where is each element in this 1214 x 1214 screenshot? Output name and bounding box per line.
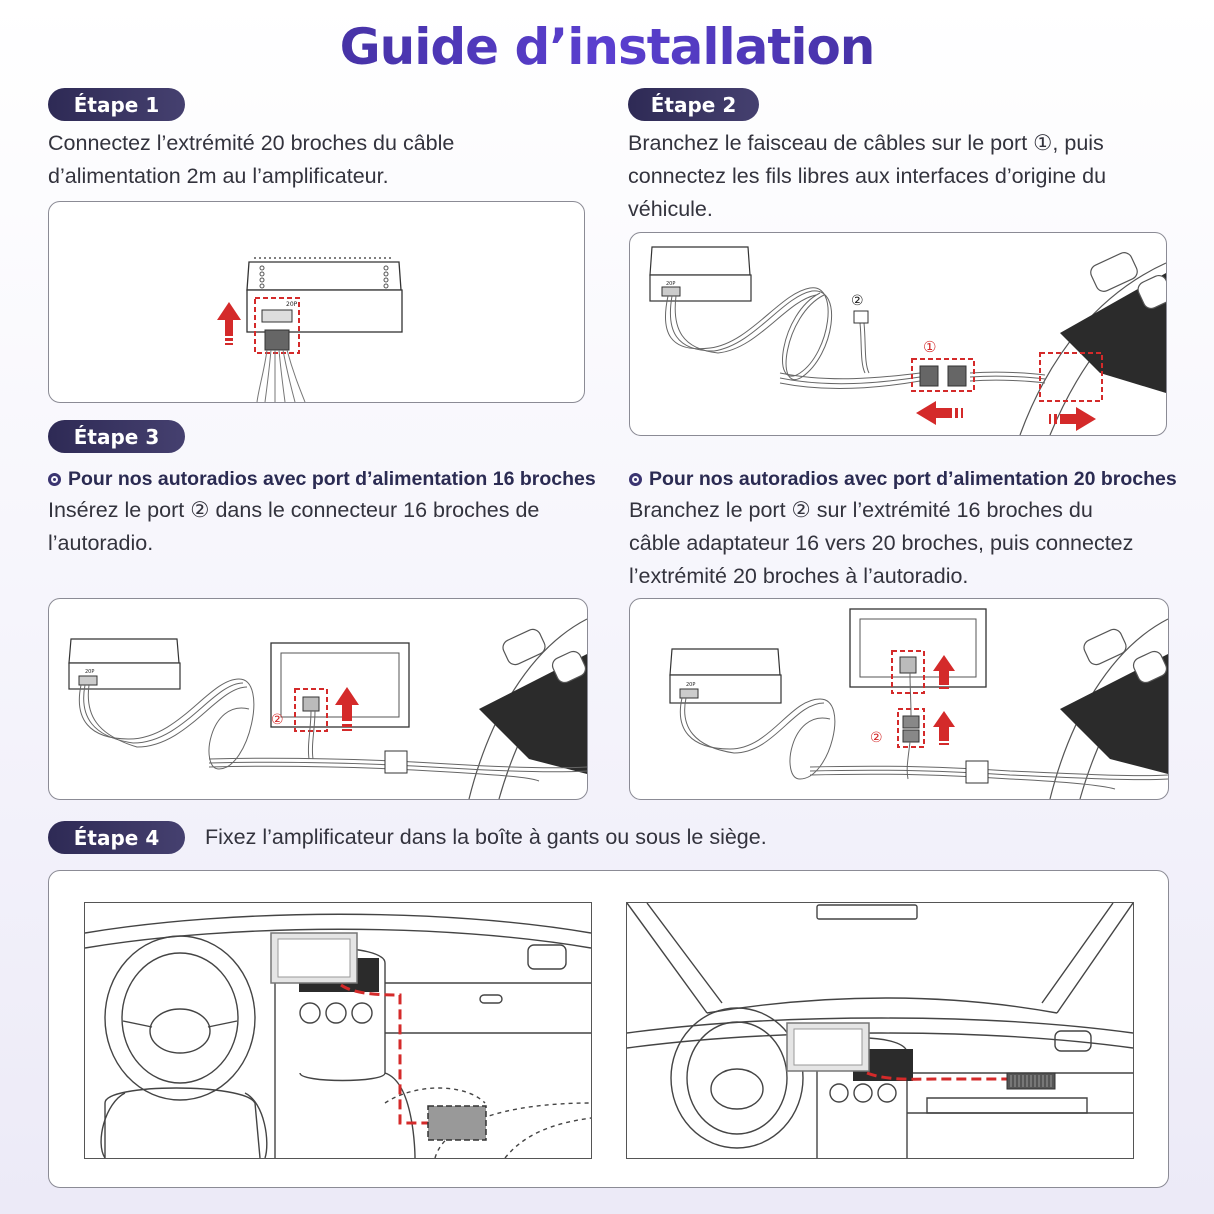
step-2-text-line-1: Branchez le faisceau de câbles sur le po… bbox=[628, 131, 1104, 155]
step-4-diagram bbox=[48, 870, 1169, 1188]
step-3-right-text-line-1: Branchez le port ② sur l’extrémité 16 br… bbox=[629, 498, 1093, 522]
step-3-left-subtitle-text: Pour nos autoradios avec port d’alimenta… bbox=[68, 468, 596, 490]
step-1-badge: Étape 1 bbox=[48, 88, 185, 121]
step-3-right-text-line-2: câble adaptateur 16 vers 20 broches, pui… bbox=[629, 531, 1134, 555]
port-2-label: ② bbox=[870, 730, 883, 746]
step-2-diagram: 20P ② ① bbox=[629, 232, 1167, 436]
radio-button-icon bbox=[629, 472, 642, 486]
radio-button-icon bbox=[48, 472, 61, 486]
step-1-text: Connectez l’extrémité 20 broches du câbl… bbox=[48, 127, 454, 193]
arrow-up-icon bbox=[335, 687, 359, 731]
step-2-text-line-3: véhicule. bbox=[628, 197, 713, 221]
port-2-label: ② bbox=[851, 293, 864, 309]
step-3-right-subtitle: Pour nos autoradios avec port d’alimenta… bbox=[629, 465, 1177, 493]
step-3-left-text: Insérez le port ② dans le connecteur 16 … bbox=[48, 494, 539, 560]
port-2-label: ② bbox=[271, 712, 284, 728]
page-title: Guide d’installation bbox=[0, 18, 1214, 76]
glovebox-seat-illustration-glovebox bbox=[626, 902, 1134, 1159]
step-3-left-subtitle: Pour nos autoradios avec port d’alimenta… bbox=[48, 465, 596, 493]
step-3-right-diagram: 20P ② bbox=[629, 598, 1169, 800]
step-1-text-line-1: Connectez l’extrémité 20 broches du câbl… bbox=[48, 131, 455, 155]
step-2-badge: Étape 2 bbox=[628, 88, 759, 121]
step-3-right-text: Branchez le port ② sur l’extrémité 16 br… bbox=[629, 494, 1133, 593]
port-1-label: ① bbox=[923, 338, 936, 356]
connector-label: 20P bbox=[85, 669, 94, 675]
step-3-left-text-line-1: Insérez le port ② dans le connecteur 16 … bbox=[48, 498, 540, 522]
connector-label: 20P bbox=[666, 281, 675, 287]
connector-label: 20P bbox=[286, 301, 298, 308]
glovebox-seat-illustration-under-seat bbox=[84, 902, 592, 1159]
step-1-text-line-2: d’alimentation 2m au l’amplificateur. bbox=[48, 164, 389, 188]
step-2-text: Branchez le faisceau de câbles sur le po… bbox=[628, 127, 1106, 226]
step-3-right-text-line-3: l’extrémité 20 broches à l’autoradio. bbox=[629, 564, 969, 588]
step-2-text-line-2: connectez les fils libres aux interfaces… bbox=[628, 164, 1107, 188]
step-4-badge: Étape 4 bbox=[48, 821, 185, 854]
arrow-up-icon bbox=[933, 655, 955, 745]
arrow-left-icon bbox=[916, 401, 963, 425]
step-3-badge: Étape 3 bbox=[48, 420, 185, 453]
step-3-left-diagram: 20P ② bbox=[48, 598, 588, 800]
arrow-right-icon bbox=[1049, 407, 1096, 431]
step-3-left-text-line-2: l’autoradio. bbox=[48, 531, 154, 555]
connector-label: 20P bbox=[686, 682, 695, 688]
step-4-text: Fixez l’amplificateur dans la boîte à ga… bbox=[205, 825, 767, 849]
step-3-right-subtitle-text: Pour nos autoradios avec port d’alimenta… bbox=[649, 468, 1177, 490]
step-1-diagram: 20P bbox=[48, 201, 585, 403]
arrow-up-icon bbox=[217, 302, 241, 345]
